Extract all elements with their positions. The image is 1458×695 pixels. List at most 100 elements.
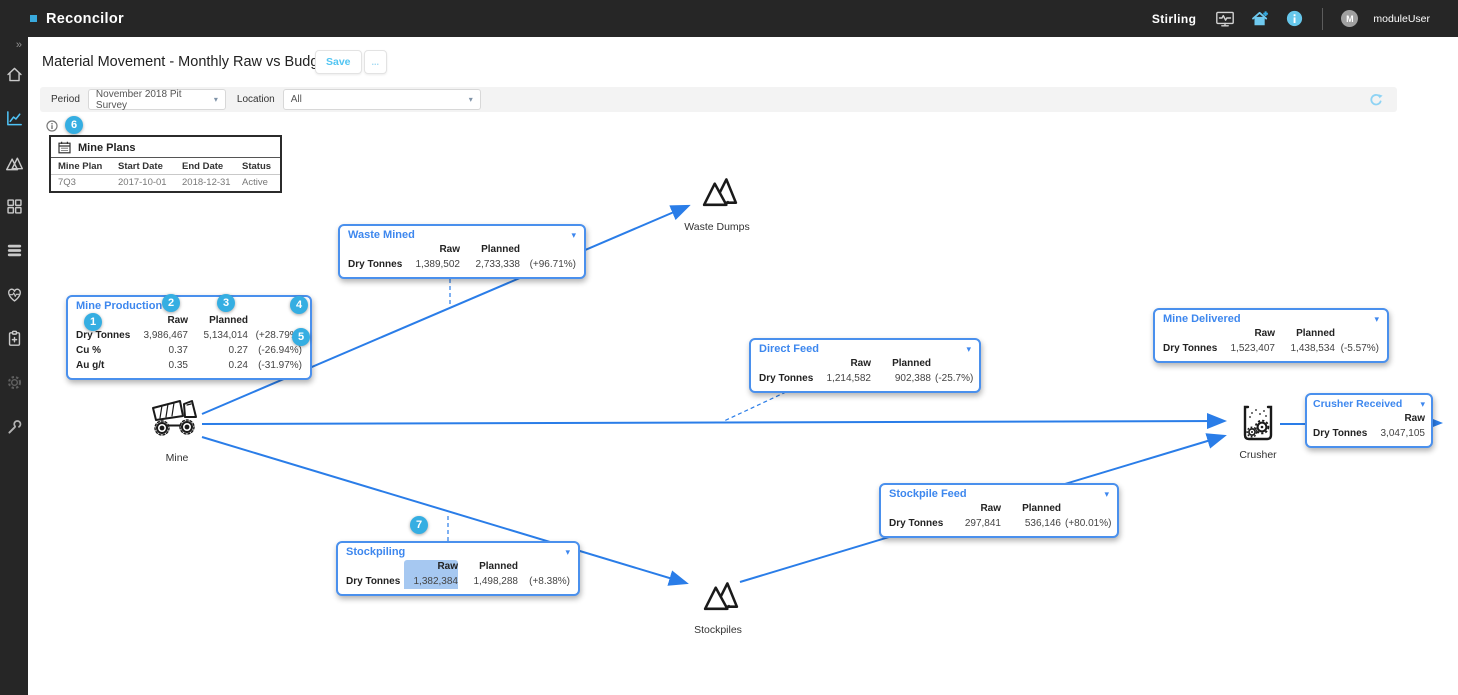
refresh-icon[interactable] bbox=[1368, 92, 1384, 108]
collapse-icon[interactable]: ▾ bbox=[565, 546, 570, 557]
top-bar: Reconcilor Stirling bbox=[0, 0, 1458, 37]
cell-mine-plan: 7Q3 bbox=[58, 177, 76, 188]
period-select[interactable]: November 2018 Pit Survey ▾ bbox=[87, 89, 226, 111]
planned-header: Planned bbox=[479, 561, 518, 572]
username[interactable]: moduleUser bbox=[1373, 12, 1430, 25]
pct-value: (+28.79%) bbox=[255, 330, 302, 341]
cell-status: Active bbox=[242, 177, 268, 188]
info-icon[interactable] bbox=[46, 119, 58, 137]
collapse-icon[interactable]: ▾ bbox=[1420, 398, 1425, 409]
raw-header: Raw bbox=[980, 503, 1001, 514]
planned-value: 5,134,014 bbox=[203, 330, 249, 341]
planned-value: 902,388 bbox=[894, 373, 931, 384]
card-mine-delivered: Mine Delivered ▾ Raw Planned Dry Tonnes … bbox=[1153, 308, 1389, 363]
raw-header: Raw bbox=[439, 244, 460, 255]
card-waste-mined: Waste Mined ▾ Raw Planned Dry Tonnes 1,3… bbox=[338, 224, 586, 279]
sidebar-expand-chevrons-icon[interactable]: » bbox=[15, 39, 22, 51]
raw-header: Raw bbox=[1254, 328, 1275, 339]
planned-header: Planned bbox=[892, 358, 931, 369]
pct-value: (+8.38%) bbox=[529, 576, 570, 587]
edge-mine-to-crusher bbox=[201, 413, 1227, 430]
annotation-badge-2: 2 bbox=[162, 294, 180, 312]
raw-value-selected[interactable]: 1,382,384 bbox=[404, 574, 458, 589]
sidebar-item-reconciliation-active[interactable] bbox=[5, 109, 24, 128]
avatar[interactable]: M bbox=[1341, 10, 1359, 27]
waste-dumps-icon[interactable] bbox=[702, 172, 738, 213]
sidebar-item-home[interactable] bbox=[5, 65, 24, 84]
mine-plans-table: Mine Plans Mine Plan Start Date End Date… bbox=[49, 135, 282, 193]
collapse-icon[interactable]: ▾ bbox=[1104, 488, 1109, 499]
title-actions: Save ... bbox=[315, 50, 388, 74]
monitor-pulse-icon[interactable] bbox=[1215, 9, 1235, 29]
card-title: Stockpiling bbox=[346, 546, 406, 558]
mine-truck-icon[interactable] bbox=[150, 396, 202, 449]
sidebar-nav: » bbox=[0, 37, 28, 695]
col-mine-plan: Mine Plan bbox=[58, 161, 103, 172]
collapse-icon[interactable]: ▾ bbox=[966, 343, 971, 354]
raw-header: Raw bbox=[850, 358, 871, 369]
raw-value: 3,986,467 bbox=[143, 330, 189, 341]
raw-value: 0.35 bbox=[168, 360, 188, 371]
raw-header: Raw bbox=[167, 315, 188, 326]
save-button[interactable]: Save bbox=[315, 50, 362, 74]
brand-square-icon bbox=[30, 15, 37, 22]
stockpiles-icon[interactable] bbox=[703, 576, 739, 617]
site-name: Stirling bbox=[1151, 11, 1197, 26]
card-title: Mine Delivered bbox=[1163, 313, 1241, 325]
planned-value: 536,146 bbox=[1024, 518, 1061, 529]
card-stockpiling: Stockpiling ▾ Raw Planned Dry Tonnes 1,3… bbox=[336, 541, 580, 596]
planned-value: 1,438,534 bbox=[1290, 343, 1336, 354]
raw-header-selected[interactable]: Raw bbox=[404, 560, 458, 574]
sidebar-item-layers[interactable] bbox=[5, 241, 24, 260]
raw-header: Raw bbox=[1404, 413, 1425, 424]
cell-end-date: 2018-12-31 bbox=[182, 177, 231, 188]
sidebar-item-tools-wrench[interactable] bbox=[5, 417, 24, 436]
raw-value: 1,214,582 bbox=[826, 373, 872, 384]
edge-mine-to-stockpiles bbox=[201, 436, 689, 586]
waste-dumps-label: Waste Dumps bbox=[684, 221, 750, 233]
info-circle-icon[interactable] bbox=[1285, 9, 1304, 28]
pct-value: (+96.71%) bbox=[529, 259, 576, 270]
row-label: Dry Tonnes bbox=[76, 330, 131, 341]
raw-value: 1,523,407 bbox=[1230, 343, 1276, 354]
pct-value: (-26.94%) bbox=[258, 345, 302, 356]
card-crusher-received: Crusher Received ▾ Raw Dry Tonnes 3,047,… bbox=[1305, 393, 1433, 448]
sidebar-item-health[interactable] bbox=[5, 285, 24, 304]
planned-value: 1,498,288 bbox=[473, 576, 519, 587]
row-label: Dry Tonnes bbox=[1163, 343, 1218, 354]
annotation-badge-4: 4 bbox=[290, 296, 308, 314]
sidebar-item-reports-clipboard[interactable] bbox=[5, 329, 24, 348]
card-stockpile-feed: Stockpile Feed ▾ Raw Planned Dry Tonnes … bbox=[879, 483, 1119, 538]
sidebar-item-modules-grid[interactable] bbox=[5, 197, 24, 216]
row-label: Dry Tonnes bbox=[759, 373, 814, 384]
row-label: Dry Tonnes bbox=[348, 259, 403, 270]
row-label: Dry Tonnes bbox=[889, 518, 944, 529]
filter-bar: Period November 2018 Pit Survey ▾ Locati… bbox=[40, 87, 1397, 112]
raw-value: 297,841 bbox=[964, 518, 1001, 529]
planned-header: Planned bbox=[1296, 328, 1335, 339]
topbar-right: Stirling bbox=[1151, 7, 1458, 30]
card-title: Waste Mined bbox=[348, 229, 415, 241]
topbar-divider bbox=[1322, 7, 1324, 30]
sidebar-item-stockpiles[interactable] bbox=[5, 153, 24, 172]
card-title: Mine Production bbox=[76, 300, 163, 312]
sidebar-item-settings-gear[interactable] bbox=[5, 373, 24, 392]
annotation-badge-1: 1 bbox=[84, 313, 102, 331]
planned-value: 0.27 bbox=[228, 345, 248, 356]
more-options-button[interactable]: ... bbox=[363, 50, 388, 74]
location-select[interactable]: All ▾ bbox=[282, 89, 481, 110]
raw-value: 1,389,502 bbox=[415, 259, 461, 270]
app-brand: Reconcilor bbox=[46, 10, 124, 27]
collapse-icon[interactable]: ▾ bbox=[1374, 313, 1379, 324]
mine-plans-title: Mine Plans bbox=[78, 141, 136, 154]
row-label: Dry Tonnes bbox=[1313, 428, 1368, 439]
calendar-icon bbox=[58, 141, 71, 154]
annotation-badge-7: 7 bbox=[410, 516, 428, 534]
annotation-badge-3: 3 bbox=[217, 294, 235, 312]
pct-value: (-5.57%) bbox=[1340, 343, 1379, 354]
card-title: Stockpile Feed bbox=[889, 488, 967, 500]
home-plus-icon[interactable] bbox=[1250, 9, 1270, 29]
collapse-icon[interactable]: ▾ bbox=[571, 229, 576, 240]
crusher-icon[interactable] bbox=[1237, 403, 1279, 450]
raw-value: 3,047,105 bbox=[1380, 428, 1426, 439]
